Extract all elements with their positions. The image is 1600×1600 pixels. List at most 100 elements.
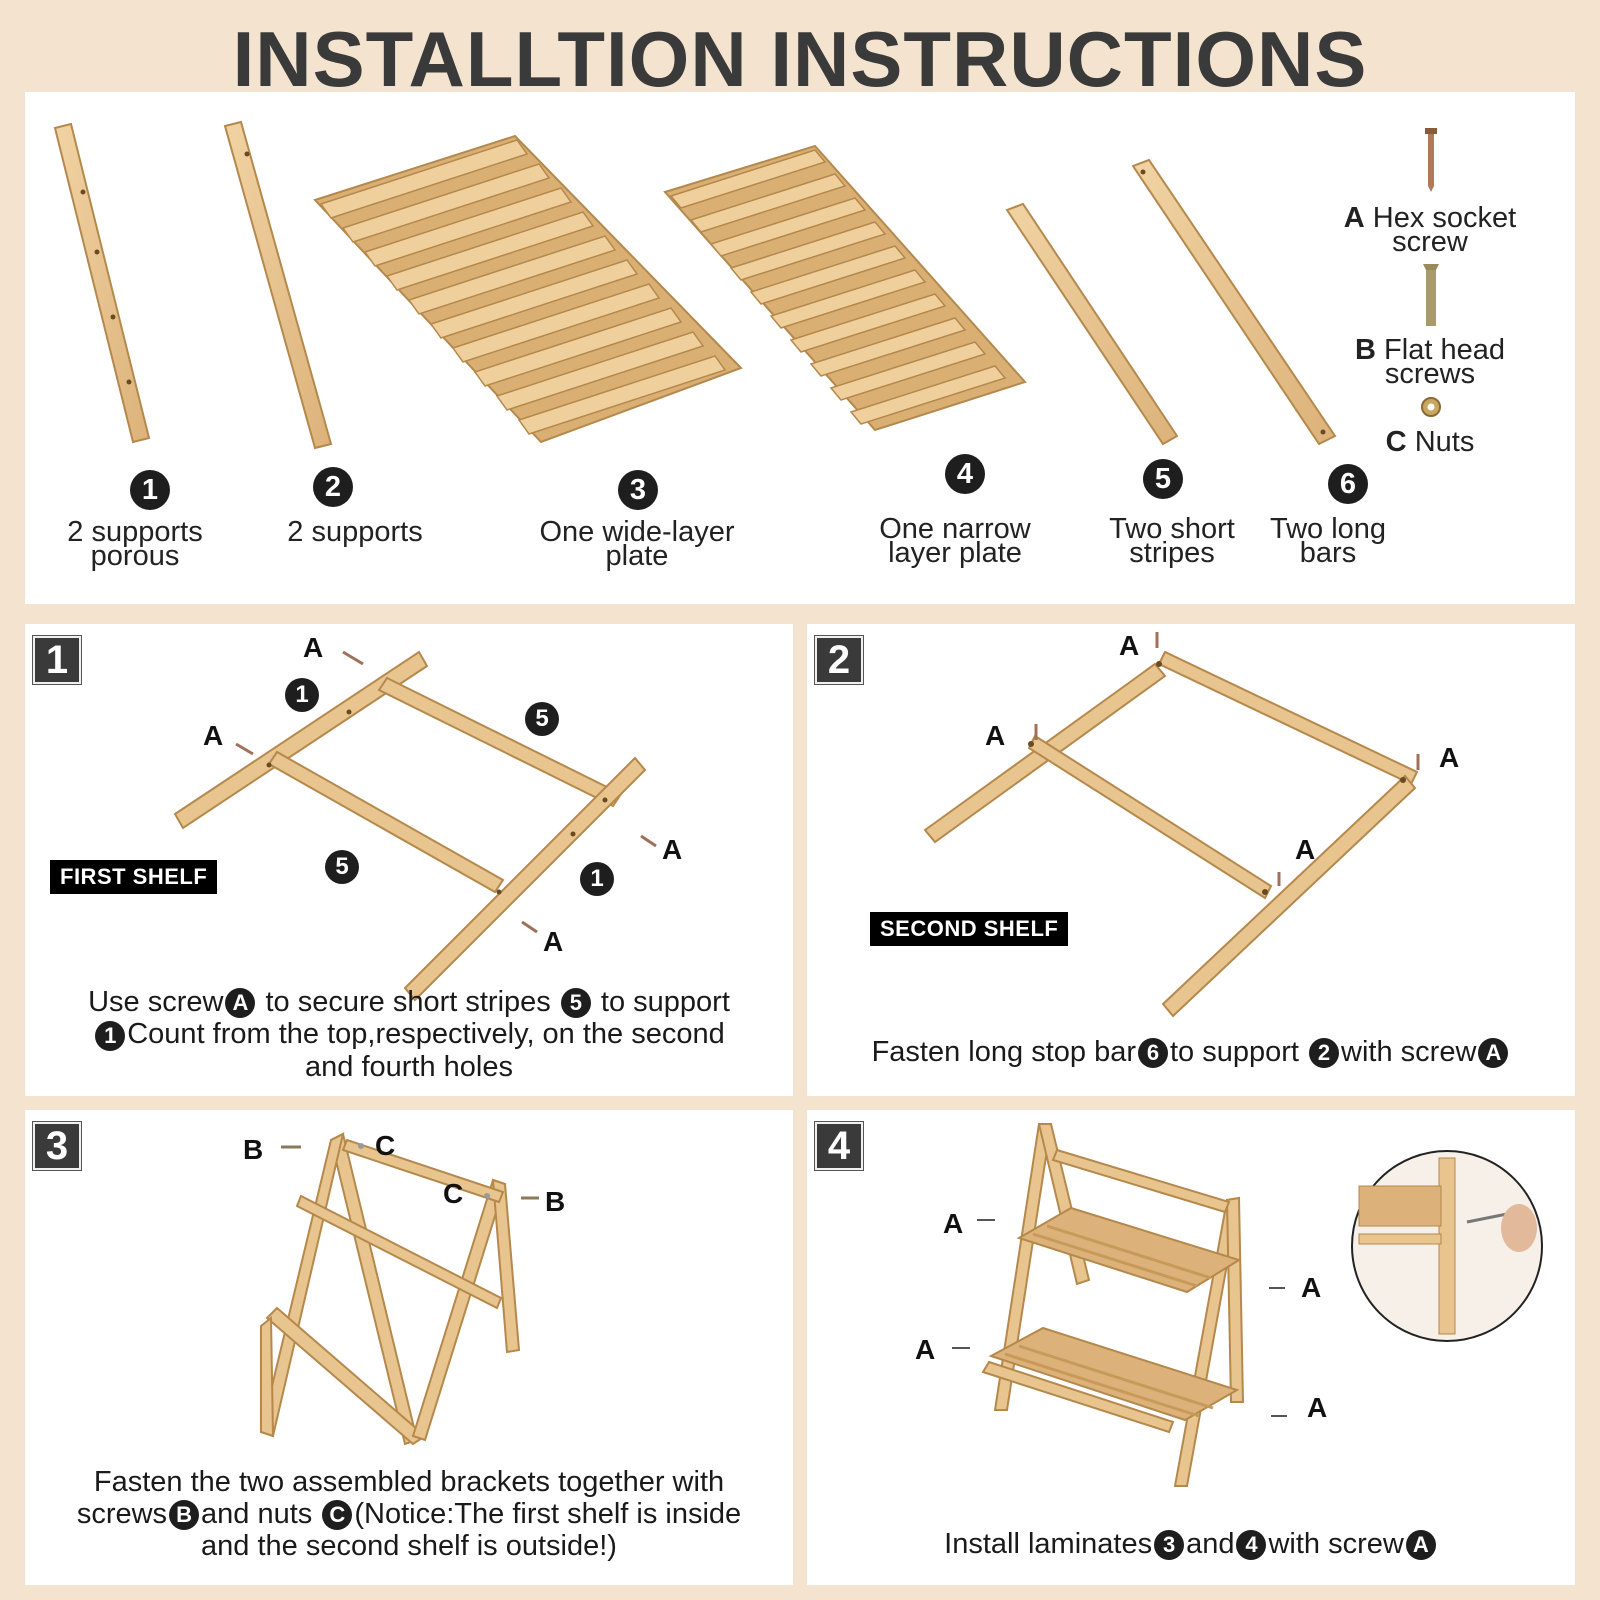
step-2-number: 2 [815, 636, 863, 684]
part-label-6-line1: Two long [1269, 513, 1387, 545]
hardware-a-line2: screw [1392, 226, 1468, 258]
callout-a: A [1295, 834, 1316, 865]
nut-icon [1421, 397, 1441, 417]
wide-layer-plate [313, 134, 743, 444]
bar-6-badge: 6 [1137, 1038, 1168, 1069]
plate-4-badge: 4 [1236, 1530, 1267, 1561]
callout-a: A [943, 1208, 964, 1239]
part-number-5: 5 [1143, 459, 1183, 499]
step-3-text-1: Fasten the two assembled brackets togeth… [93, 1466, 725, 1498]
callout-c: C [443, 1178, 464, 1209]
part-label-4: One narrow layer plate [845, 513, 1065, 569]
part-label-2: 2 supports [265, 516, 445, 548]
callout-a: A [1119, 630, 1140, 661]
part-label-1-line1: 2 supports [67, 516, 203, 548]
step-3-text-2: screws [76, 1498, 168, 1530]
detail-inset [1351, 1150, 1543, 1342]
support-2 [223, 120, 333, 450]
hardware-a-line1: Hex socket [1372, 202, 1517, 234]
step-2-text-3: with screw [1341, 1036, 1477, 1068]
callout-a: A [543, 926, 564, 957]
callout-a: A [1301, 1272, 1322, 1303]
part-number-6: 6 [1328, 464, 1368, 504]
step-3-text-5: and the second shelf is outside!) [201, 1530, 617, 1563]
part-number-3: 3 [618, 470, 658, 510]
plate-3-badge: 3 [1154, 1530, 1185, 1561]
screw-b-badge: B [169, 1500, 200, 1531]
step-4-text-1: Install laminates [944, 1528, 1153, 1560]
hardware-label-b: B Flat head screws [1325, 336, 1535, 389]
support-porous-1 [53, 122, 151, 444]
step-1-text-4: Count from the top,respectively, on the … [127, 1018, 725, 1051]
hardware-label-a: A Hex socket screw [1325, 204, 1535, 258]
part-label-5-line2: stripes [1129, 537, 1215, 569]
step-1-text-5: and fourth holes [305, 1050, 513, 1083]
step-1-text-3: to support [600, 986, 730, 1018]
part-label-3-line2: plate [605, 540, 669, 572]
parts-panel: 1 2 supports porous 2 2 supports 3 One w… [25, 92, 1575, 604]
hex-socket-screw-icon [1425, 128, 1437, 192]
hardware-b-line1: Flat head [1384, 334, 1505, 366]
step-2-panel: 2 A A A A SECOND SHELF Fasten long stop … [807, 624, 1575, 1096]
callout-a: A [1307, 1392, 1328, 1423]
hardware-label-c: C Nuts [1325, 428, 1535, 457]
step-4-illustration [952, 1123, 1543, 1487]
step-3-text-3: and nuts [201, 1498, 313, 1530]
part-label-1: 2 supports porous [45, 516, 225, 571]
callout-a: A [662, 834, 683, 865]
callout-a: A [303, 632, 324, 663]
step-1-text-2: to secure short stripes [265, 986, 551, 1018]
support-2-badge: 2 [1309, 1038, 1340, 1069]
part-label-5: Two short stripes [1097, 513, 1247, 569]
page-title: INSTALLTION INSTRUCTIONS [232, 15, 1368, 103]
step-1-number: 1 [33, 636, 81, 684]
callout-b: B [243, 1134, 264, 1165]
callout-stripe-5: 5 [525, 702, 559, 736]
callout-a: A [985, 720, 1006, 751]
step-4-text-2: and [1186, 1528, 1235, 1560]
step-4-text-3: with screw [1268, 1528, 1404, 1560]
step-2-text-2: to support [1169, 1036, 1299, 1068]
callout-c: C [375, 1130, 396, 1161]
step-4-number: 4 [815, 1122, 863, 1170]
part-number-1: 1 [130, 470, 170, 510]
narrow-layer-plate [663, 144, 1027, 432]
callout-a: A [915, 1334, 936, 1365]
screw-a-badge: A [225, 988, 256, 1019]
part-label-6: Two long bars [1253, 513, 1403, 569]
callout-a: A [1439, 742, 1460, 773]
part-label-4-line2: layer plate [888, 537, 1022, 569]
parts-illustration [53, 120, 1441, 450]
callout-stripe-5: 5 [325, 850, 359, 884]
part-number-2: 2 [313, 467, 353, 507]
hardware-c-line1: Nuts [1414, 426, 1475, 458]
short-stripe [1005, 202, 1179, 446]
first-shelf-tag: FIRST SHELF [50, 860, 218, 894]
part-label-6-line2: bars [1299, 537, 1357, 569]
part-label-5-line1: Two short [1109, 513, 1235, 545]
hardware-letter-a: A [1343, 202, 1365, 234]
support-1-badge: 1 [95, 1020, 126, 1051]
part-label-4-line1: One narrow [879, 513, 1031, 545]
part-label-3: One wide-layer plate [517, 518, 757, 572]
step-3-panel: 3 B C C B Fasten the two assembled brack… [25, 1110, 793, 1585]
step-3-illustration [259, 1132, 539, 1446]
long-bar [1131, 158, 1337, 446]
flat-head-screw-icon [1423, 264, 1439, 326]
step-1-illustration [173, 650, 657, 1002]
hardware-letter-b: B [1355, 334, 1376, 366]
step-1-text-1: Use screw [88, 986, 224, 1018]
hardware-letter-c: C [1385, 426, 1407, 458]
step-2-illustration [923, 632, 1420, 1018]
part-label-2-line1: 2 supports [287, 516, 423, 548]
callout-support-1: 1 [580, 862, 614, 896]
second-shelf-tag: SECOND SHELF [870, 912, 1069, 946]
screw-a-badge: A [1478, 1038, 1509, 1069]
step-3-description: Fasten the two assembled brackets togeth… [29, 1466, 789, 1562]
part-number-4: 4 [945, 454, 985, 494]
